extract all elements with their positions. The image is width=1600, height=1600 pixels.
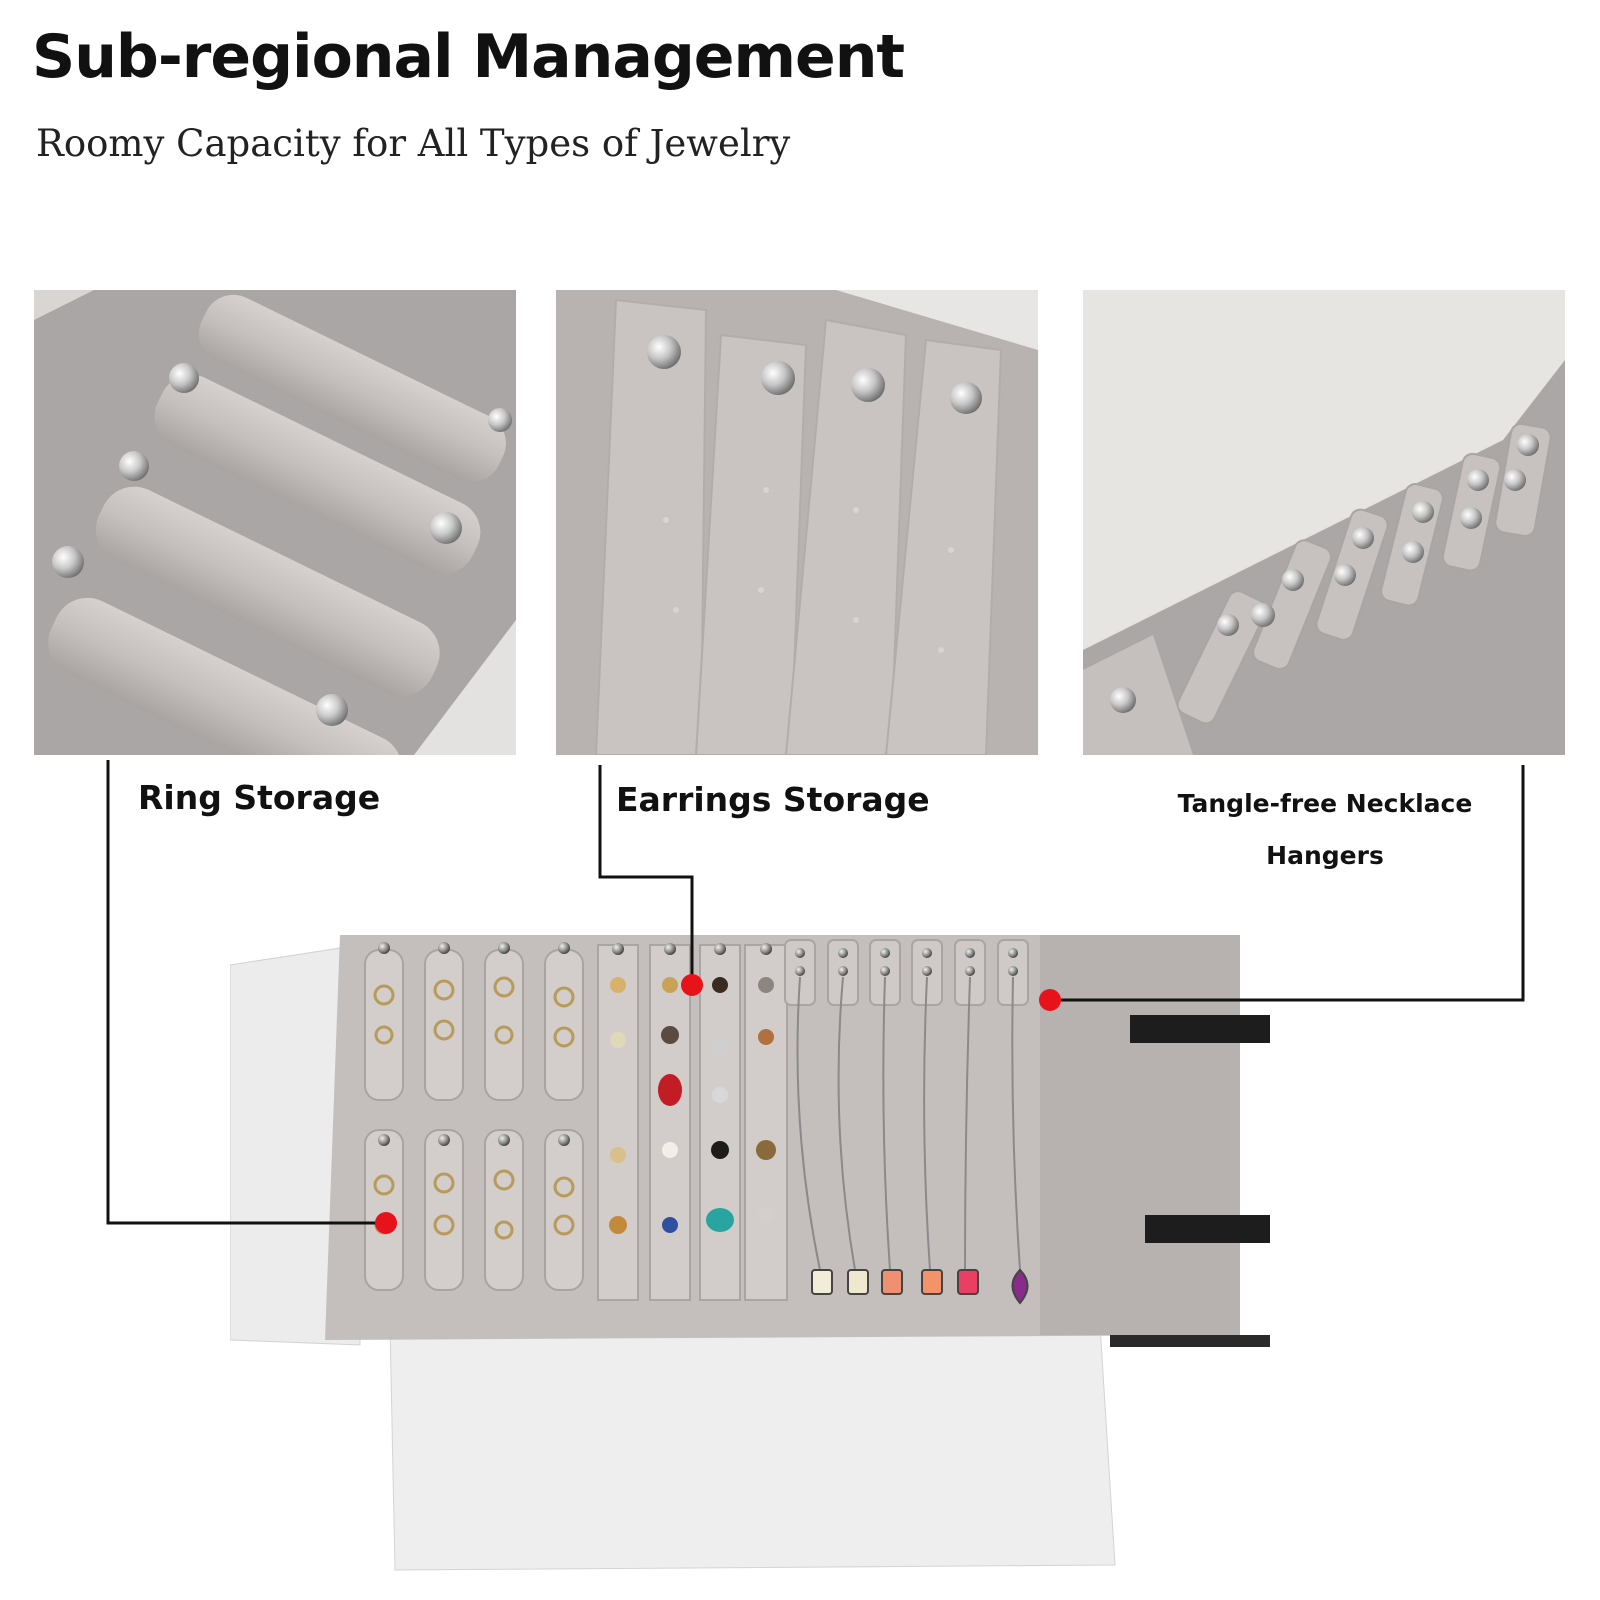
earring-storage-label: Earrings Storage: [616, 780, 930, 819]
snap-button-icon: [378, 942, 1018, 1146]
page-subtitle: Roomy Capacity for All Types of Jewelry: [36, 122, 791, 165]
necklace-hanger-label: Tangle-free Necklace Hangers: [1177, 789, 1473, 870]
ring-storage-photo: [34, 290, 516, 755]
jewelry-roll-product: [229, 925, 1270, 1575]
necklace-hanger-photo: [1083, 290, 1565, 755]
ring-storage-label: Ring Storage: [138, 778, 381, 817]
page-title: Sub-regional Management: [32, 22, 905, 92]
snap-button-icon: [52, 363, 512, 726]
snap-button-icon: [647, 335, 982, 414]
earring-storage-photo: [556, 290, 1038, 755]
snap-button-icon: [1110, 434, 1539, 713]
